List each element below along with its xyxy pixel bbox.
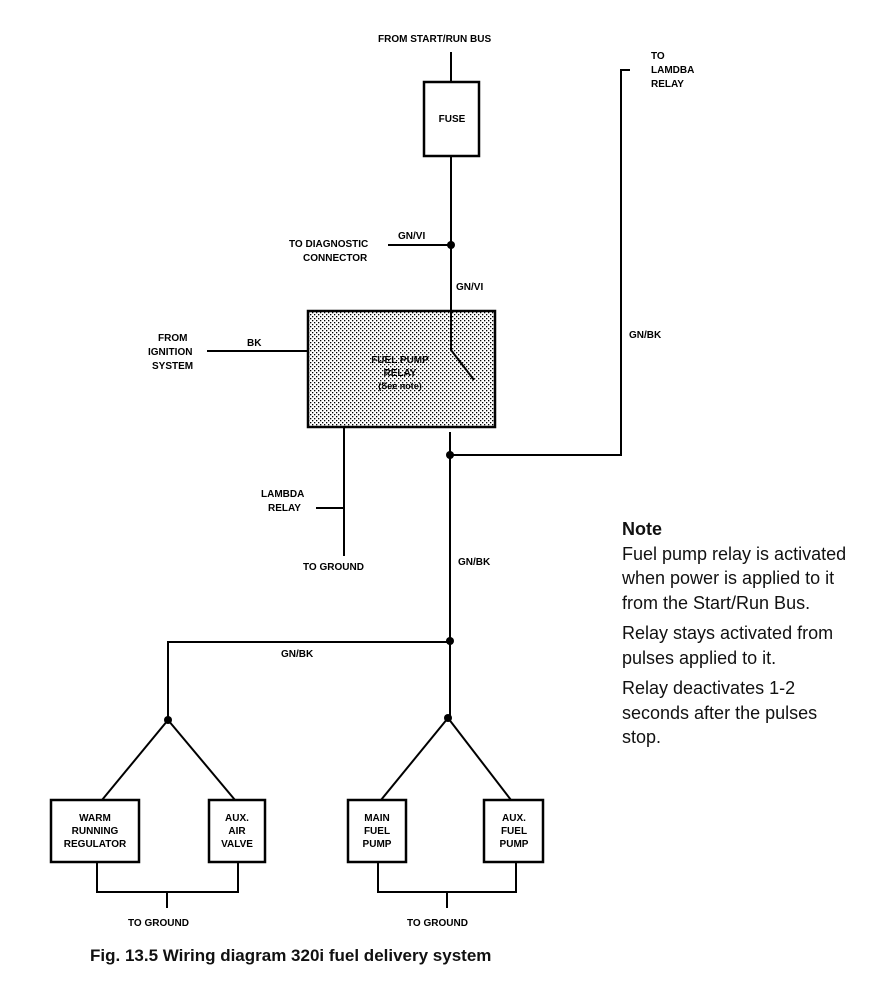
wire-color-bk: BK — [247, 338, 262, 349]
fuse-label: FUSE — [439, 114, 466, 125]
relay-contact-switch — [450, 349, 475, 381]
wrr-label-1: WARM — [79, 813, 111, 824]
wire-to-lambda-relay — [450, 69, 630, 456]
aav-label-2: AIR — [228, 826, 246, 837]
lambda-relay-label-1: LAMBDA — [261, 489, 304, 500]
from-ignition-label-1: FROM — [158, 333, 187, 344]
mfp-label-3: PUMP — [363, 839, 392, 850]
relay-label-2: RELAY — [384, 368, 417, 379]
wire-branch-left — [167, 641, 450, 720]
to-ground-relay-label: TO GROUND — [303, 562, 364, 573]
aux-fuel-pump-box — [482, 798, 545, 864]
to-ground-right-label: TO GROUND — [407, 918, 468, 929]
aux-air-valve-box — [207, 798, 267, 864]
to-ground-left-label: TO GROUND — [128, 918, 189, 929]
mfp-label-2: FUEL — [364, 826, 390, 837]
note-panel: Note Fuel pump relay is activated when p… — [622, 517, 852, 756]
afp-label-3: PUMP — [500, 839, 529, 850]
from-ignition-label-3: SYSTEM — [152, 361, 193, 372]
note-paragraph-1: Fuel pump relay is activated when power … — [622, 543, 847, 613]
wire-color-gn-vi-relay: GN/VI — [456, 282, 483, 293]
wire-right-ground — [377, 862, 517, 893]
lambda-relay-label-2: RELAY — [268, 503, 301, 514]
note-paragraph-3: Relay deactivates 1-2 seconds after the … — [622, 678, 818, 747]
to-lambda-top-1: TO — [651, 51, 665, 62]
wire-color-gn-bk-main: GN/BK — [458, 557, 491, 568]
mfp-label-1: MAIN — [364, 813, 390, 824]
from-start-run-bus-label: FROM START/RUN BUS — [378, 34, 491, 45]
relay-label-1: FUEL PUMP — [371, 355, 429, 366]
figure-caption: Fig. 13.5 Wiring diagram 320i fuel deliv… — [90, 946, 492, 965]
aav-label-3: VALVE — [221, 839, 253, 850]
to-lambda-top-2: LAMDBA — [651, 65, 694, 76]
afp-label-1: AUX. — [502, 813, 526, 824]
wire-color-gn-vi-diag: GN/VI — [398, 231, 425, 242]
relay-label-3: (See note) — [378, 381, 422, 391]
wire-left-ground — [96, 862, 239, 893]
to-diagnostic-label-2: CONNECTOR — [303, 253, 368, 264]
fuel-pump-relay-box — [306, 309, 497, 429]
warm-running-regulator-box — [49, 798, 141, 864]
note-paragraph-2: Relay stays activated from pulses applie… — [622, 623, 834, 668]
wrr-label-3: REGULATOR — [64, 839, 127, 850]
wrr-label-2: RUNNING — [72, 826, 119, 837]
to-lambda-top-3: RELAY — [651, 79, 684, 90]
to-diagnostic-label-1: TO DIAGNOSTIC — [289, 239, 368, 250]
afp-label-2: FUEL — [501, 826, 527, 837]
wire-color-gn-bk-right: GN/BK — [629, 330, 662, 341]
wire-color-gn-bk-branch: GN/BK — [281, 649, 314, 660]
aav-label-1: AUX. — [225, 813, 249, 824]
from-ignition-label-2: IGNITION — [148, 347, 192, 358]
note-title: Note — [622, 519, 662, 539]
